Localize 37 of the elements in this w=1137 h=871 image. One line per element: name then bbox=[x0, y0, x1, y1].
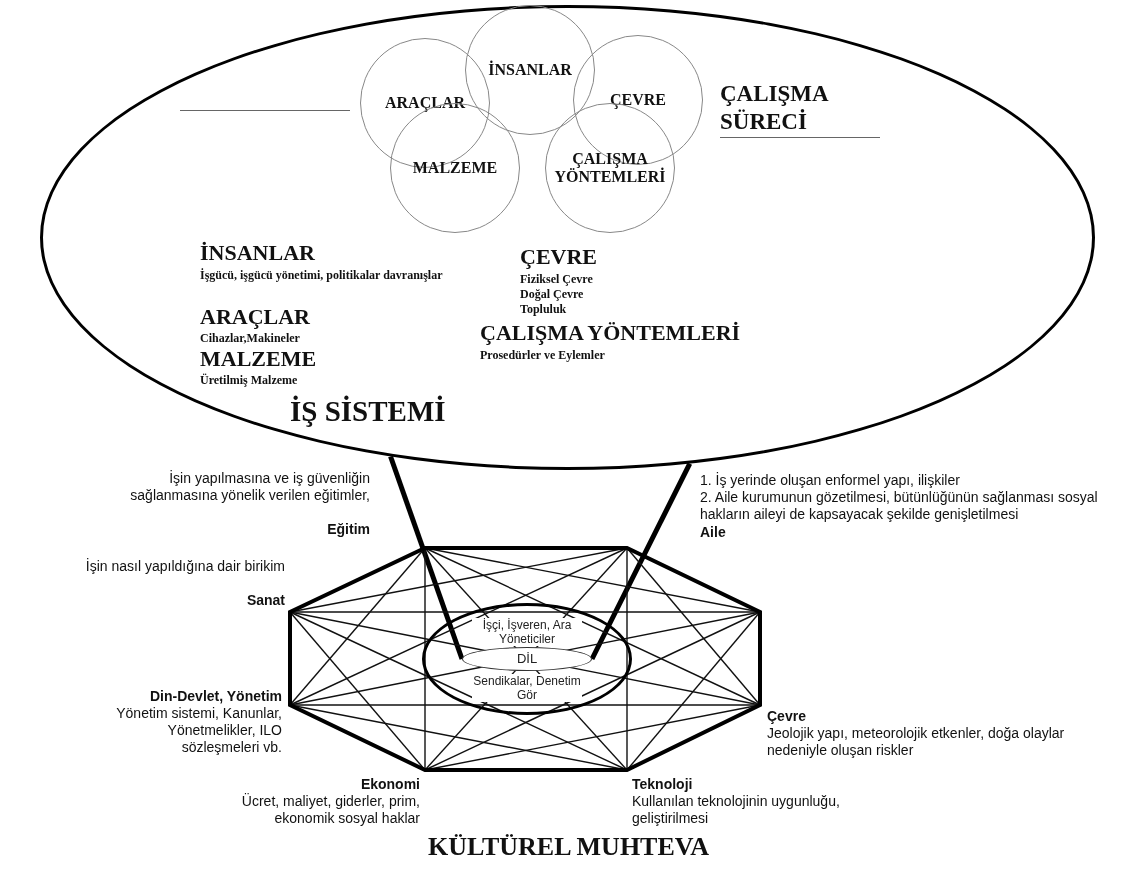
magnifier-line bbox=[589, 462, 692, 661]
heading-text: İNSANLAR bbox=[200, 240, 316, 267]
magnifier-line bbox=[388, 455, 465, 660]
vertex-title: Aile bbox=[700, 524, 727, 541]
description-text: İşgücü, işgücü yönetimi, politikalar davranışlar bbox=[200, 268, 444, 283]
description-text: İşin yapılmasına ve iş güvenliğin sağlanmasına yönelik verilen eğitimler, bbox=[129, 470, 370, 504]
vertex-title: Eğitim bbox=[326, 521, 370, 538]
heading-text: ÇALIŞMA YÖNTEMLERİ bbox=[480, 320, 742, 347]
description-text: Üretilmiş Malzeme bbox=[200, 373, 299, 388]
vertex-title: Din-Devlet, Yönetim bbox=[149, 688, 282, 705]
caption-text: KÜLTÜREL MUHTEVA bbox=[427, 832, 710, 862]
vertex-title: Ekonomi bbox=[359, 776, 420, 793]
heading-text: ÇEVRE bbox=[520, 244, 598, 271]
inner-ellipse bbox=[422, 603, 632, 715]
heading-text: ÇALIŞMA SÜRECİ bbox=[720, 80, 829, 136]
vertex-title: Teknoloji bbox=[632, 776, 694, 793]
heading-text: MALZEME bbox=[200, 346, 318, 373]
vertex-title: Sanat bbox=[245, 592, 285, 609]
oval-node: DİL bbox=[462, 647, 592, 671]
description-text: 2. Aile kurumunun gözetilmesi, bütünlüğünün sağlanması sosyal hakların aileyi de kapsayacak şekilde genişletilmesi bbox=[700, 489, 1099, 523]
description-text: Cihazlar,Makineler bbox=[200, 331, 301, 346]
description-text: 1. İş yerinde oluşan enformel yapı, ilişkiler bbox=[700, 472, 961, 489]
oval-heading: İŞ SİSTEMİ bbox=[290, 395, 446, 428]
description-text: Topluluk bbox=[520, 302, 568, 317]
description-text: Prosedürler ve Eylemler bbox=[480, 348, 606, 363]
description-text: Yönetim sistemi, Kanunlar, Yönetmelikler, ILO sözleşmeleri vb. bbox=[115, 705, 282, 756]
description-text: Ücret, maliyet, giderler, prim, ekonomik sosyal haklar bbox=[240, 793, 420, 827]
description-text: Fiziksel Çevre bbox=[520, 272, 594, 287]
vertex-title: Çevre bbox=[767, 708, 807, 725]
description-text: Doğal Çevre bbox=[520, 287, 585, 302]
magnified-oval bbox=[40, 5, 1095, 470]
description-text: Kullanılan teknolojinin uygunluğu, geliştirilmesi bbox=[632, 793, 841, 827]
description-text: Jeolojik yapı, meteorolojik etkenler, doğa olaylar nedeniyle oluşan riskler bbox=[767, 725, 1066, 759]
heading-text: ARAÇLAR bbox=[200, 304, 311, 331]
ellipse-text: İşçi, İşveren, Ara Yöneticiler bbox=[472, 618, 582, 646]
description-text: İşin nasıl yapıldığına dair birikim bbox=[85, 558, 285, 575]
ellipse-text: Sendikalar, Denetim Gör bbox=[472, 674, 582, 702]
